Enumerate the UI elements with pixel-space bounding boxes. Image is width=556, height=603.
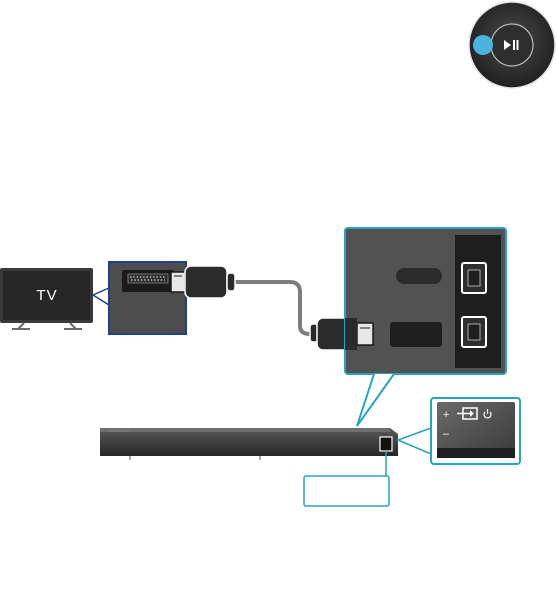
volume-up-label: + <box>443 409 450 421</box>
volume-down-label: – <box>443 428 450 440</box>
remote-control <box>468 1 556 89</box>
hdmi-port-lower <box>461 316 487 348</box>
hdmi-cable <box>170 265 374 351</box>
tv-icon <box>0 268 93 330</box>
soundbar <box>100 428 398 460</box>
soundbar-brand-text: SAMSUNG <box>108 428 131 433</box>
power-icon <box>483 409 492 419</box>
tv-label: TV <box>36 287 58 304</box>
soundbar-port-inset <box>344 227 507 375</box>
bottom-callout <box>303 451 390 507</box>
inset-callout-pointer <box>356 373 395 427</box>
hdmi-port-pins <box>130 276 166 281</box>
source-icon <box>457 407 478 420</box>
play-pause-icon[interactable] <box>504 40 519 50</box>
hdmi-plug-tv <box>170 265 236 299</box>
side-panel-inset <box>395 397 521 465</box>
hdmi-port-upper <box>461 262 487 294</box>
indicator-dot <box>473 35 493 55</box>
